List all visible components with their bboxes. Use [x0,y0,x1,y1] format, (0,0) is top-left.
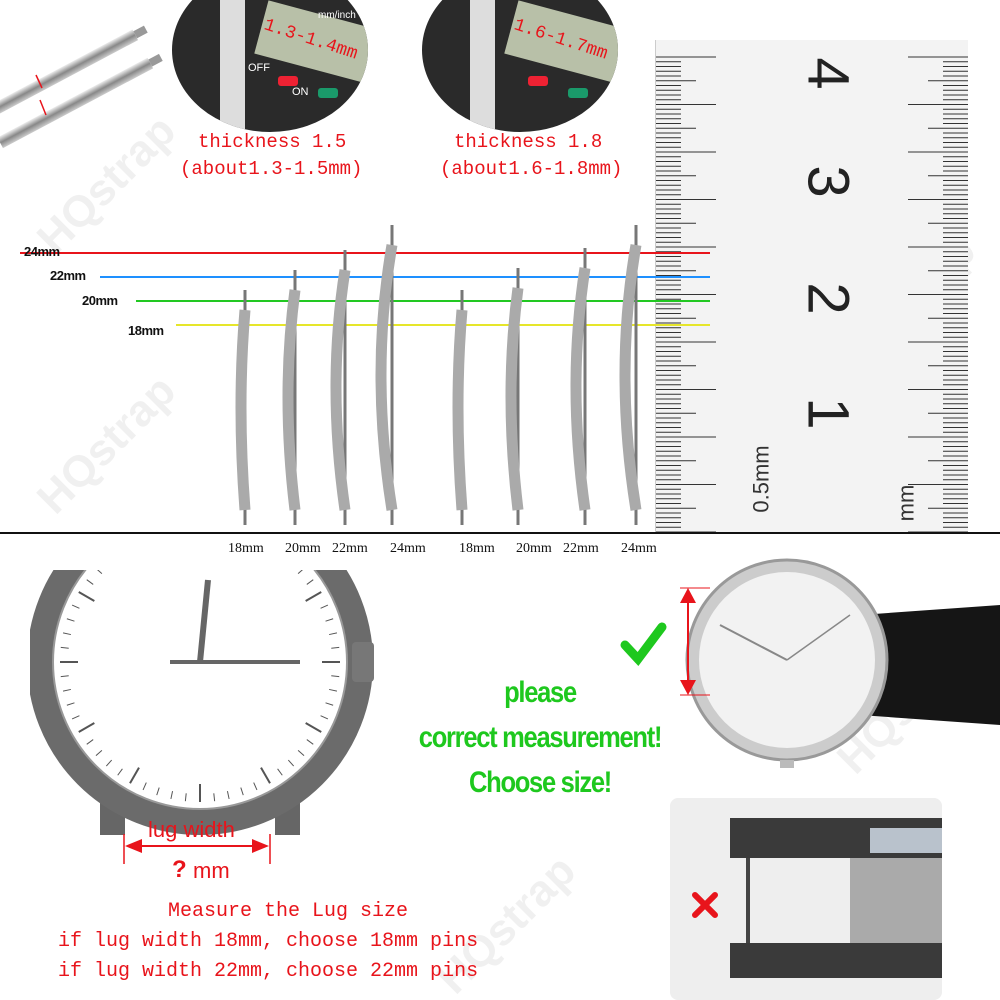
lug-width-label: lug width [148,817,235,842]
spring-bar-pin [330,269,351,511]
dial-tick [320,604,329,609]
dial-tick [60,675,69,678]
line-label-24mm: 24mm [24,244,60,259]
dial-tick [260,767,271,784]
ruler-number-1: 1 [795,397,861,430]
dial-tick [329,632,338,636]
unit-mm-label: mm [193,858,230,883]
spring-bar-pin [375,244,398,511]
dial-tick [142,782,147,791]
dial-tick [95,749,103,757]
line-24mm [20,252,710,254]
dial-tick [71,604,80,609]
dial-tick [331,675,340,678]
dial-tick [240,787,244,796]
line-label-22mm: 22mm [50,268,86,283]
ruler-number-4: 4 [795,57,861,90]
dial-tick [306,579,314,585]
thickness-2-label: thickness 1.8 [454,131,603,153]
spring-bar-pin [282,289,301,511]
dial-tick [253,782,258,791]
caliper-wrong-usage-photo [670,798,942,1000]
spring-bars-photo [235,225,642,525]
dial-tick [297,749,305,757]
pin-size-label: 18mm [459,541,495,556]
ruler-label-0-5mm: 0.5mm [748,445,774,513]
unknown-size-symbol: ? [172,856,187,883]
dial-tick [86,739,94,745]
watch-photo [620,558,1000,768]
dial-tick [105,759,113,767]
spring-bar-pin [505,287,524,511]
spring-bar-pin [570,267,591,511]
dial-tick [97,570,103,575]
spring-bar-pin [235,309,251,511]
spring-bar-pin [619,244,642,511]
ruler [655,40,968,533]
instruction-line-3: if lug width 22mm, choose 22mm pins [58,960,479,983]
dial-tick [129,767,140,784]
caliper-1-units-label: mm/inch [318,10,356,21]
pin-size-label: 22mm [563,541,599,556]
pin-size-label: 22mm [332,541,368,556]
dial-tick [156,787,160,796]
dial-tick [305,722,322,733]
dial-tick [329,688,338,692]
thickness-1-range: (about1.3-1.5mm) [180,158,363,180]
instruction-line-1: Measure the Lug size [168,900,409,923]
spring-bar-pin [452,309,468,511]
watch-diagram [30,570,374,835]
dial-tick [331,646,340,649]
pin-size-label: 20mm [285,541,321,556]
line-18mm [176,324,710,326]
dial-tick [60,646,69,649]
thickness-1-label: thickness 1.5 [198,131,347,153]
dial-tick [306,739,314,745]
dial-tick [277,768,283,776]
dial-tick [297,570,303,575]
caliper-1-off-label: OFF [248,62,270,74]
spring-bar-closeup-photo [0,25,163,149]
dial-tick [226,791,230,800]
line-label-18mm: 18mm [128,323,164,338]
dial-tick [71,715,80,720]
ruler-label-mm: mm [893,484,919,522]
pin-size-label: 24mm [621,541,657,556]
section-divider [0,532,1000,534]
dial-tick [78,722,95,733]
dial-tick [287,759,295,767]
callout-choose-size: Choose size! [468,766,612,799]
pin-size-label: 18mm [228,541,264,556]
caliper-photos [172,0,618,132]
dial-tick [117,768,123,776]
lug-width-arrow [123,834,271,864]
dial-tick [213,793,216,802]
pin-size-label: 20mm [516,541,552,556]
dial-tick [86,579,94,585]
pin-size-label: 24mm [390,541,426,556]
callout-correct-measurement: correct measurement! [418,721,663,754]
dial-tick [320,715,329,720]
callout-please: please [504,676,577,709]
dial-tick [62,688,71,692]
dial-tick [66,702,75,706]
ruler-number-2: 2 [795,282,861,315]
dial-tick [78,591,95,602]
dial-tick [184,793,187,802]
ruler-number-3: 3 [795,165,861,198]
line-22mm [100,276,710,278]
dial-tick [66,618,75,622]
line-label-20mm: 20mm [82,293,118,308]
thickness-2-range: (about1.6-1.8mm) [440,158,623,180]
dial-tick [325,618,334,622]
caliper-1-on-label: ON [292,86,309,98]
line-20mm [136,300,710,302]
dial-tick [305,591,322,602]
dial-tick [62,632,71,636]
instruction-line-2: if lug width 18mm, choose 18mm pins [58,930,479,953]
dial-tick [170,791,174,800]
dial-tick [325,702,334,706]
